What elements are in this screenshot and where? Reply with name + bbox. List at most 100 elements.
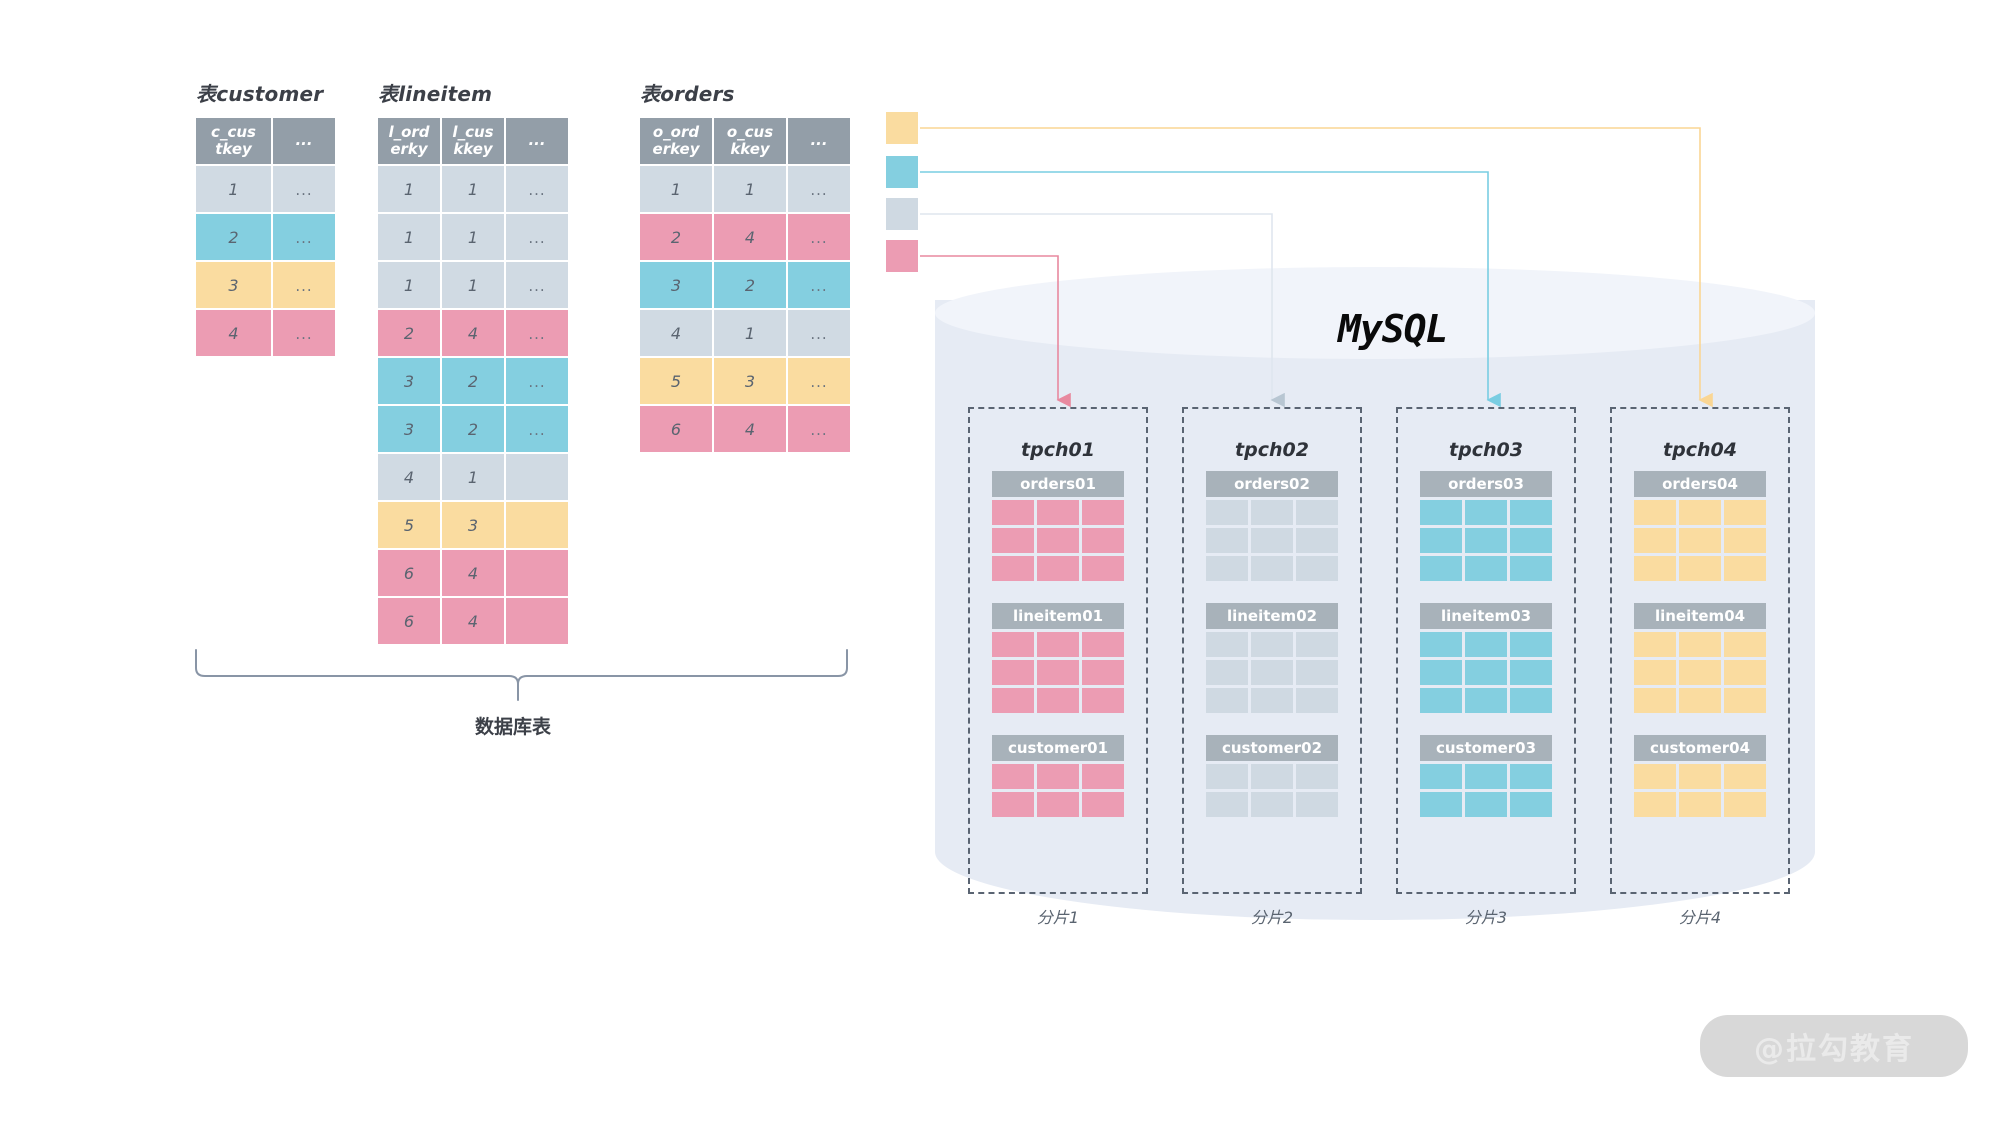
shard-table-header: lineitem03 <box>1420 603 1552 629</box>
shard-table-cell <box>1420 556 1462 581</box>
table-cell: 6 <box>378 550 440 596</box>
table-cell: 4 <box>442 598 504 644</box>
table-cell: ... <box>506 214 568 260</box>
shard-db-title: tpch01 <box>1021 439 1095 461</box>
source-table-title: 表customer <box>196 82 324 106</box>
shard-table-grid <box>1206 632 1338 713</box>
shard-table-cell <box>1037 528 1079 553</box>
shard-table-cell <box>1679 764 1721 789</box>
table-cell: ... <box>788 358 850 404</box>
shard-table[interactable]: customer04 <box>1634 735 1766 817</box>
shard-table-header: lineitem02 <box>1206 603 1338 629</box>
table-cell: 4 <box>196 310 271 356</box>
table-header-cell: ... <box>788 118 850 164</box>
shard-table[interactable]: lineitem03 <box>1420 603 1552 713</box>
shard-table-cell <box>1420 688 1462 713</box>
shard-table[interactable]: lineitem01 <box>992 603 1124 713</box>
shard-table[interactable]: lineitem04 <box>1634 603 1766 713</box>
table-header-cell: ... <box>506 118 568 164</box>
shard-table-grid <box>1206 500 1338 581</box>
shard-table-cell <box>1082 688 1124 713</box>
shard-table[interactable]: customer03 <box>1420 735 1552 817</box>
shard-table-cell <box>992 528 1034 553</box>
table-row: 2... <box>196 214 335 260</box>
table-cell: 1 <box>378 166 440 212</box>
table-cell <box>506 550 568 596</box>
table-cell: ... <box>506 262 568 308</box>
table-cell: 1 <box>196 166 271 212</box>
shard-label: 分片4 <box>1678 908 1722 927</box>
shard-table-cell <box>1251 632 1293 657</box>
table-cell: 1 <box>442 214 504 260</box>
shard-table-cell <box>1037 500 1079 525</box>
shard-table-grid <box>992 500 1124 581</box>
shard-table-cell <box>992 660 1034 685</box>
shard-table-cell <box>1251 792 1293 817</box>
shard-table-cell <box>1251 688 1293 713</box>
shard-table-cell <box>1634 528 1676 553</box>
shard-table-cell <box>1206 500 1248 525</box>
shard-table-cell <box>1724 632 1766 657</box>
shard-table-cell <box>1037 660 1079 685</box>
shard-table-cell <box>1465 660 1507 685</box>
shard-table-header: orders04 <box>1634 471 1766 497</box>
shard-table-cell <box>1465 688 1507 713</box>
shard-table-cell <box>1679 660 1721 685</box>
table-cell: 1 <box>378 262 440 308</box>
table-row: 1... <box>196 166 335 212</box>
shard-table-cell <box>1510 792 1552 817</box>
shard-table-cell <box>1724 556 1766 581</box>
shard-table-cell <box>1206 556 1248 581</box>
table-cell: 2 <box>714 262 786 308</box>
shard-box[interactable]: tpch02 orders02 lineitem02 customer02 <box>1182 407 1362 894</box>
table-cell: 4 <box>378 454 440 500</box>
shard-table-cell <box>1296 500 1338 525</box>
table-cell: ... <box>506 406 568 452</box>
shard-table[interactable]: orders03 <box>1420 471 1552 581</box>
shard-table[interactable]: orders04 <box>1634 471 1766 581</box>
shard-table-cell <box>1296 528 1338 553</box>
shard-table-cell <box>1082 660 1124 685</box>
table-cell <box>506 502 568 548</box>
legend-swatch-yellow <box>886 112 918 144</box>
shard-table-header: customer02 <box>1206 735 1338 761</box>
shard-table-cell <box>1724 500 1766 525</box>
table-cell: 3 <box>640 262 712 308</box>
table-cell: 5 <box>640 358 712 404</box>
shard-table-cell <box>1724 792 1766 817</box>
shard-table-cell <box>1251 556 1293 581</box>
shard-table-grid <box>1420 764 1552 817</box>
table-cell: 4 <box>442 310 504 356</box>
table-cell: ... <box>788 262 850 308</box>
shard-table[interactable]: customer02 <box>1206 735 1338 817</box>
shard-table-header: lineitem04 <box>1634 603 1766 629</box>
shard-box[interactable]: tpch01 orders01 lineitem01 customer01 <box>968 407 1148 894</box>
shard-table[interactable]: customer01 <box>992 735 1124 817</box>
shard-table-cell <box>1510 764 1552 789</box>
shard-table-cell <box>1037 764 1079 789</box>
shard-table-cell <box>1634 632 1676 657</box>
table-cell: 2 <box>442 358 504 404</box>
table-cell: 6 <box>640 406 712 452</box>
shard-table-cell <box>1465 632 1507 657</box>
shard-table[interactable]: orders01 <box>992 471 1124 581</box>
shard-db-title: tpch02 <box>1235 439 1309 461</box>
table-cell: 3 <box>442 502 504 548</box>
shard-table[interactable]: orders02 <box>1206 471 1338 581</box>
shard-table[interactable]: lineitem02 <box>1206 603 1338 713</box>
shard-table-header: orders03 <box>1420 471 1552 497</box>
shard-table-cell <box>1510 528 1552 553</box>
